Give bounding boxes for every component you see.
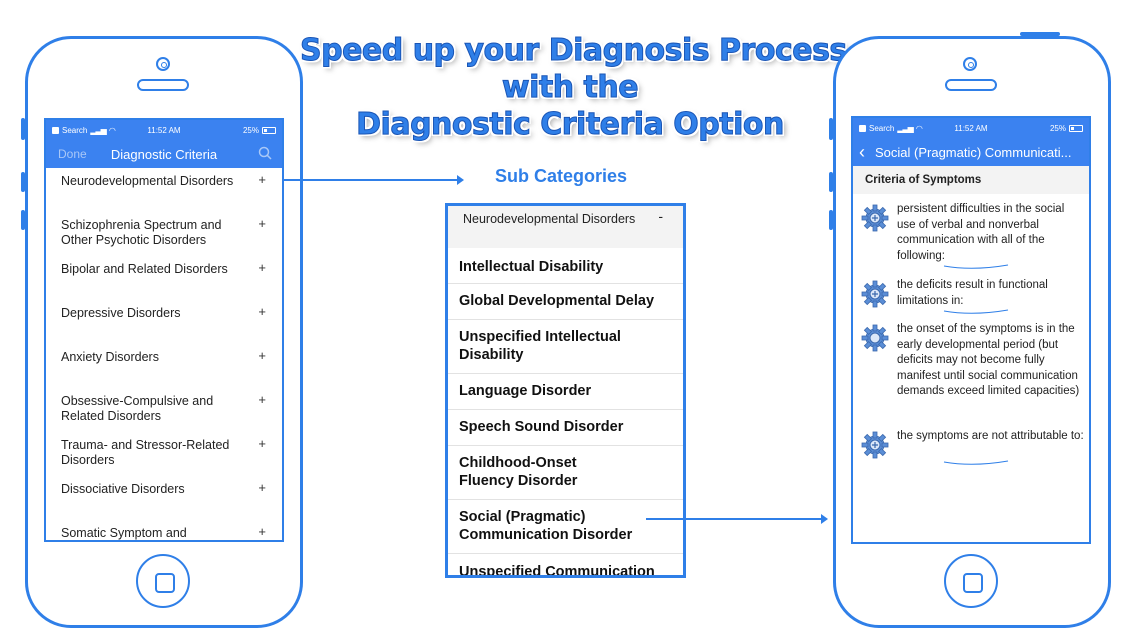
handwritten-underline (943, 309, 1009, 314)
section-header: Criteria of Symptoms (853, 166, 1089, 194)
front-camera-right (963, 57, 977, 71)
sub-categories-title: Sub Categories (494, 166, 628, 186)
sub-item-childhood-onset-fluency-disorder[interactable]: Childhood-Onset Fluency Disorder (448, 446, 683, 500)
navigation-bar: Done Diagnostic Criteria (46, 140, 282, 168)
headline: Speed up your Diagnosis Process with the… (300, 32, 848, 143)
volume-up-left (21, 172, 25, 192)
category-label: Neurodevelopmental Disorders (61, 174, 234, 188)
headline-line-3: Diagnostic Criteria Option (356, 107, 785, 143)
connector-arrow-left (284, 175, 464, 185)
status-bar: Search ▂▃▅ ◠ 11:52 AM 25% (46, 120, 282, 140)
front-camera-left (156, 57, 170, 71)
category-label: Depressive Disorders (61, 306, 181, 320)
category-label: Schizophrenia Spectrum and Other Psychot… (61, 218, 222, 247)
earpiece-left (137, 79, 189, 91)
wifi-icon: ◠ (108, 125, 116, 135)
category-label: Anxiety Disorders (61, 350, 159, 364)
volume-down-left (21, 210, 25, 230)
category-item-somatic[interactable]: Somatic Symptom and + (46, 520, 282, 540)
wifi-icon: ◠ (915, 123, 923, 133)
category-label: Somatic Symptom and (61, 526, 187, 540)
sub-item-speech-sound-disorder[interactable]: Speech Sound Disorder (448, 410, 683, 446)
gear-icon (861, 431, 889, 459)
expand-icon[interactable]: + (258, 392, 266, 407)
done-button[interactable]: Done (58, 147, 87, 161)
sub-item-intellectual-disability[interactable]: Intellectual Disability (448, 248, 683, 284)
category-item-neurodevelopmental[interactable]: Neurodevelopmental Disorders + (46, 168, 282, 212)
handwritten-underline (943, 460, 1009, 465)
page-title: Social (Pragmatic) Communicati... (875, 144, 1072, 160)
power-button-right (1020, 32, 1060, 36)
sub-categories-header[interactable]: Neurodevelopmental Disorders - (448, 206, 683, 248)
expand-icon[interactable]: + (258, 348, 266, 363)
battery-percent: 25% (1049, 123, 1066, 133)
expand-icon[interactable]: + (258, 524, 266, 539)
navigation-bar: ‹ Social (Pragmatic) Communicati... (853, 138, 1089, 166)
category-item-schizophrenia[interactable]: Schizophrenia Spectrum and Other Psychot… (46, 212, 282, 256)
battery-percent: 25% (242, 125, 259, 135)
sub-item-social-pragmatic-communication-disorder[interactable]: Social (Pragmatic) Communication Disorde… (448, 500, 683, 554)
category-item-dissociative[interactable]: Dissociative Disorders + (46, 476, 282, 520)
status-time: 11:52 AM (954, 123, 988, 133)
criterion-text: the onset of the symptoms is in the earl… (897, 323, 1080, 397)
status-carrier: Search (869, 123, 895, 133)
status-carrier: Search (62, 125, 88, 135)
battery-icon (1069, 124, 1083, 132)
sub-header-label: Neurodevelopmental Disorders (463, 212, 636, 226)
category-item-depressive[interactable]: Depressive Disorders + (46, 300, 282, 344)
category-item-bipolar[interactable]: Bipolar and Related Disorders + (46, 256, 282, 300)
back-chevron-icon[interactable]: ‹ (859, 142, 865, 162)
connector-arrow-right (646, 514, 828, 524)
status-bar: Search ▂▃▅ ◠ 11:52 AM 25% (853, 118, 1089, 138)
expand-icon[interactable]: + (258, 436, 266, 451)
category-label: Bipolar and Related Disorders (61, 262, 228, 276)
criterion-text: persistent difficulties in the social us… (897, 203, 1065, 262)
sub-item-global-developmental-delay[interactable]: Global Developmental Delay (448, 284, 683, 320)
page-title: Diagnostic Criteria (110, 146, 218, 162)
criteria-detail-screen: Search ▂▃▅ ◠ 11:52 AM 25% ‹ Social (Prag… (851, 116, 1091, 544)
category-label: Obsessive-Compulsive and Related Disorde… (61, 394, 214, 423)
sub-item-unspecified-communication[interactable]: Unspecified Communication (459, 564, 655, 578)
expand-icon[interactable]: + (258, 480, 266, 495)
volume-up-right (829, 172, 833, 192)
expand-icon[interactable]: + (258, 260, 266, 275)
earpiece-right (945, 79, 997, 91)
category-item-anxiety[interactable]: Anxiety Disorders + (46, 344, 282, 388)
status-time: 11:52 AM (147, 125, 181, 135)
category-label: Trauma- and Stressor-Related Disorders (61, 438, 230, 467)
category-item-ocd[interactable]: Obsessive-Compulsive and Related Disorde… (46, 388, 282, 432)
search-icon[interactable] (258, 146, 272, 160)
category-item-trauma[interactable]: Trauma- and Stressor-Related Disorders + (46, 432, 282, 476)
gear-icon (861, 280, 889, 308)
criterion-text: the symptoms are not attributable to: (897, 430, 1084, 442)
category-list: Neurodevelopmental Disorders + Schizophr… (46, 168, 282, 540)
sub-item-unspecified-intellectual-disability[interactable]: Unspecified Intellectual Disability (448, 320, 683, 374)
category-label: Dissociative Disorders (61, 482, 185, 496)
home-button-right[interactable] (944, 554, 998, 608)
back-to-search-icon[interactable] (52, 126, 59, 134)
mute-switch-left (21, 118, 25, 140)
criterion-text: the deficits result in functional limita… (897, 279, 1048, 307)
signal-icon: ▂▃▅ (90, 125, 107, 135)
expand-icon[interactable]: + (258, 304, 266, 319)
sub-item-language-disorder[interactable]: Language Disorder (448, 374, 683, 410)
gear-icon (861, 324, 889, 352)
handwritten-underline (943, 264, 1009, 269)
mute-switch-right (829, 118, 833, 140)
headline-line-1: Speed up your Diagnosis Process (300, 33, 848, 69)
collapse-icon[interactable]: - (658, 208, 663, 224)
expand-icon[interactable]: + (258, 172, 266, 187)
sub-categories-panel: Neurodevelopmental Disorders - Intellect… (445, 203, 686, 578)
headline-line-2: with the (501, 70, 639, 106)
expand-icon[interactable]: + (258, 216, 266, 231)
battery-icon (262, 126, 276, 134)
diagnostic-criteria-screen: Search ▂▃▅ ◠ 11:52 AM 25% Done Diagnosti… (44, 118, 284, 542)
back-to-search-icon[interactable] (859, 124, 866, 132)
signal-icon: ▂▃▅ (897, 123, 914, 133)
gear-icon (861, 204, 889, 232)
volume-down-right (829, 210, 833, 230)
home-button-left[interactable] (136, 554, 190, 608)
